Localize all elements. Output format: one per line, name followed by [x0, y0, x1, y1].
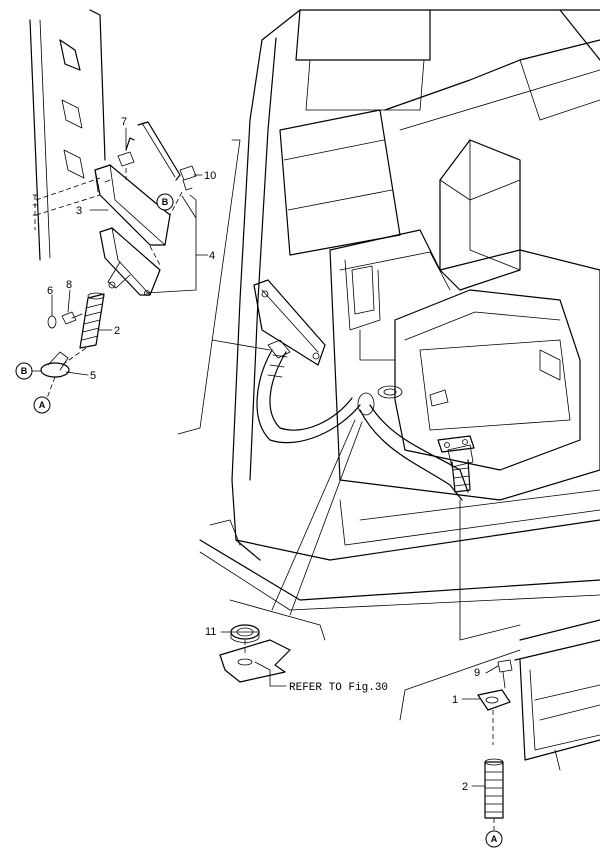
callout-9: 9	[474, 667, 480, 679]
cab-structure	[199, 9, 600, 771]
callout-4: 4	[209, 250, 215, 262]
connector-a-lower: A	[485, 830, 503, 848]
left-cab-wall	[29, 9, 106, 261]
connector-b-upper: B	[156, 193, 174, 211]
callout-7: 7	[121, 116, 127, 128]
callout-6: 6	[47, 285, 53, 297]
connector-a-upper: A	[33, 396, 51, 414]
svg-text:B: B	[21, 366, 28, 376]
duct-bracket	[253, 279, 326, 366]
reference-note: REFER TO Fig.30	[289, 682, 388, 694]
connector-b-lower: B	[15, 362, 42, 380]
callout-3: 3	[76, 205, 82, 217]
callout-8: 8	[66, 279, 72, 291]
callout-labels: 7 10 3 4 8 6 2 5 11 9 1 2 REFER TO Fig.3…	[47, 116, 480, 793]
leader-lines	[51, 127, 521, 787]
callout-2-lower: 2	[462, 781, 468, 793]
lower-exploded-parts	[219, 624, 513, 830]
callout-2-upper: 2	[114, 325, 120, 337]
callout-11: 11	[205, 626, 216, 638]
heater-duct	[256, 349, 475, 501]
connector-markers: B B A A	[15, 193, 503, 848]
svg-text:A: A	[491, 834, 498, 844]
callout-5: 5	[90, 370, 96, 382]
svg-text:A: A	[39, 400, 46, 410]
upper-exploded-parts	[35, 121, 197, 399]
svg-text:B: B	[162, 197, 169, 207]
callout-1: 1	[452, 694, 458, 706]
callout-10: 10	[204, 170, 216, 182]
